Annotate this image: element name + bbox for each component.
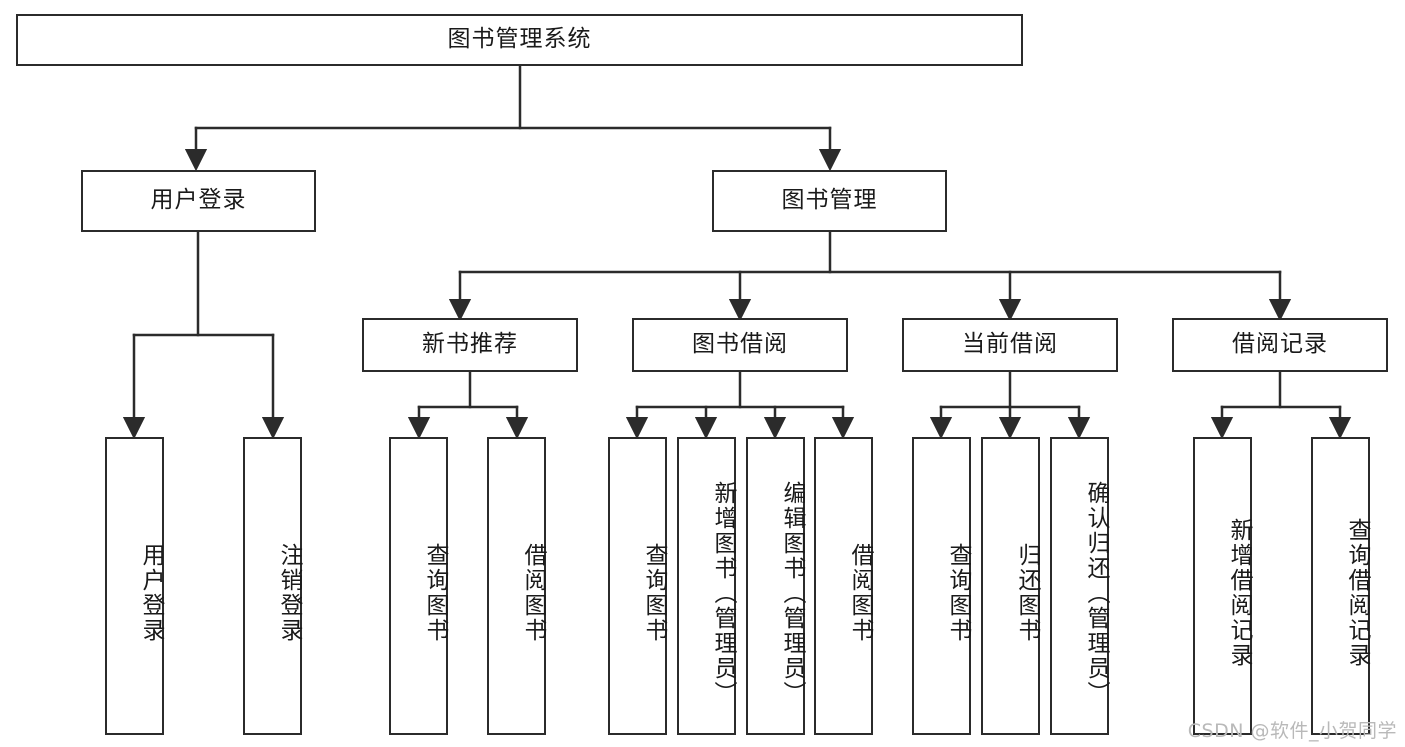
leaf-label: 查询图书 — [422, 543, 448, 643]
leaf-label: 借阅图书 — [847, 543, 873, 643]
leaf-book-borrow-add[interactable]: 新增图书（管理员） — [677, 437, 736, 735]
node-root-system[interactable]: 图书管理系统 — [16, 14, 1023, 66]
leaf-user-login-signout[interactable]: 注销登录 — [243, 437, 302, 735]
node-book-management[interactable]: 图书管理 — [712, 170, 947, 232]
watermark-text: CSDN @软件_小贺同学 — [1187, 720, 1397, 742]
leaf-label: 归还图书 — [1014, 543, 1040, 643]
node-new-book-recommend[interactable]: 新书推荐 — [362, 318, 578, 372]
node-borrow-record[interactable]: 借阅记录 — [1172, 318, 1388, 372]
leaf-label: 查询图书 — [945, 543, 971, 643]
leaf-borrow-record-query[interactable]: 查询借阅记录 — [1311, 437, 1370, 735]
node-user-login[interactable]: 用户登录 — [81, 170, 316, 232]
leaf-label: 注销登录 — [276, 543, 302, 643]
leaf-current-borrow-return[interactable]: 归还图书 — [981, 437, 1040, 735]
leaf-borrow-record-add[interactable]: 新增借阅记录 — [1193, 437, 1252, 735]
leaf-label: 用户登录 — [138, 543, 164, 643]
leaf-label: 新增图书（管理员） — [710, 480, 736, 706]
leaf-book-borrow-edit[interactable]: 编辑图书（管理员） — [746, 437, 805, 735]
node-book-borrow[interactable]: 图书借阅 — [632, 318, 848, 372]
leaf-label: 新增借阅记录 — [1226, 518, 1252, 668]
leaf-label: 编辑图书（管理员） — [779, 480, 805, 706]
leaf-book-borrow-lend[interactable]: 借阅图书 — [814, 437, 873, 735]
leaf-label: 查询借阅记录 — [1344, 518, 1370, 668]
leaf-label: 借阅图书 — [520, 543, 546, 643]
leaf-label: 查询图书 — [641, 543, 667, 643]
leaf-new-book-query[interactable]: 查询图书 — [389, 437, 448, 735]
leaf-user-login-signin[interactable]: 用户登录 — [105, 437, 164, 735]
leaf-current-borrow-confirm-return[interactable]: 确认归还（管理员） — [1050, 437, 1109, 735]
leaf-new-book-borrow[interactable]: 借阅图书 — [487, 437, 546, 735]
leaf-label: 确认归还（管理员） — [1083, 480, 1109, 706]
node-current-borrow[interactable]: 当前借阅 — [902, 318, 1118, 372]
leaf-current-borrow-query[interactable]: 查询图书 — [912, 437, 971, 735]
leaf-book-borrow-query[interactable]: 查询图书 — [608, 437, 667, 735]
